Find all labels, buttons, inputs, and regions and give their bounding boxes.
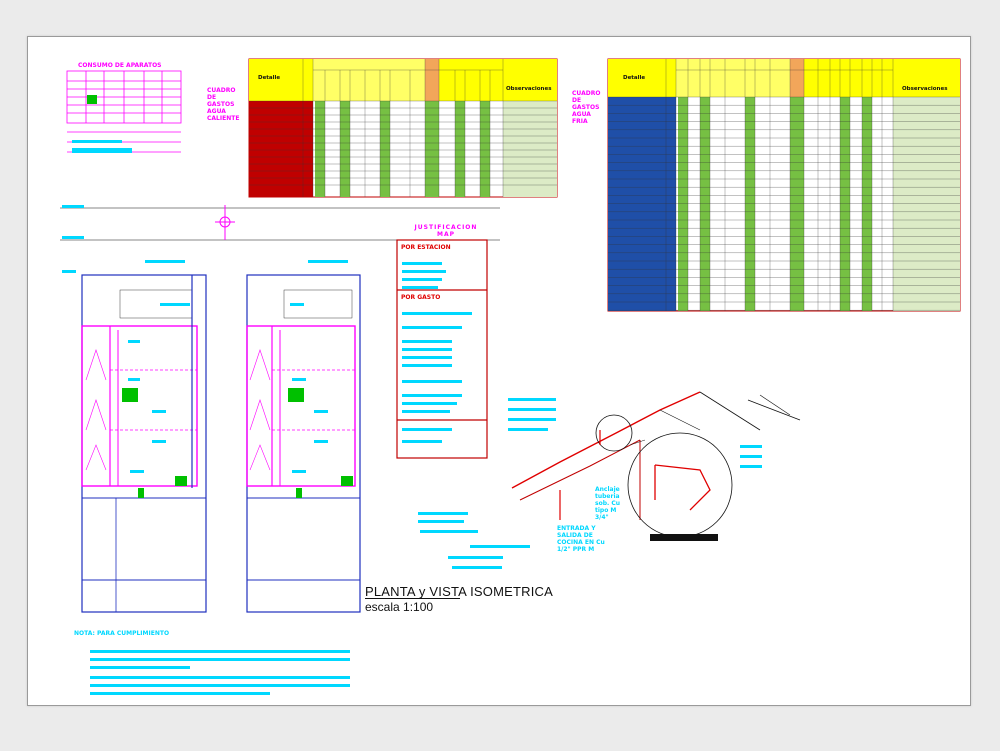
- consumo-label: CONSUMO DE APARATOS: [78, 62, 162, 69]
- annotation-bar: [402, 410, 450, 413]
- annotation-bar: [402, 394, 462, 397]
- isometric-view: [511, 391, 801, 541]
- annotation-bar: [160, 303, 190, 306]
- consumo-table: [66, 70, 182, 124]
- annotation-bar: [314, 440, 328, 443]
- annotation-bar: [402, 312, 472, 315]
- title-underline: [365, 598, 460, 599]
- annotation-bar: [402, 270, 446, 273]
- annotation-bar: [290, 303, 304, 306]
- note-label: NOTA: PARA CUMPLIMIENTO: [74, 630, 170, 637]
- annotation-bar: [292, 470, 306, 473]
- annotation-bar: [90, 684, 350, 687]
- floor-plan-right: [246, 274, 361, 613]
- annotation-bar: [72, 150, 132, 153]
- annotation-bar: [508, 398, 556, 401]
- cold-water-table: [607, 58, 961, 312]
- floor-plan-left: [81, 274, 207, 613]
- annotation-bar: [452, 566, 502, 569]
- annotation-bar: [90, 692, 270, 695]
- annotation-bar: [152, 410, 166, 413]
- meter-symbol: [215, 205, 235, 240]
- annotation-bar: [402, 340, 452, 343]
- annotation-bar: [72, 148, 132, 151]
- annotation-bar: [402, 402, 457, 405]
- entrada-label: ENTRADA Y SALIDA DE COCINA EN Cu 1/2" PP…: [557, 525, 605, 553]
- annotation-bar: [402, 356, 452, 359]
- annotation-bar: [402, 440, 442, 443]
- annotation-bar: [418, 512, 468, 515]
- annotation-bar: [418, 520, 464, 523]
- annotation-bar: [62, 236, 84, 239]
- annotation-bar: [90, 676, 350, 679]
- annotation-bar: [402, 380, 462, 383]
- annotation-bar: [740, 455, 762, 458]
- annotation-bar: [152, 440, 166, 443]
- cold-table-detalle: Detalle: [623, 75, 646, 81]
- hot-water-label: CUADRO DE GASTOS AGUA CALIENTE: [207, 87, 240, 122]
- drawing-title: PLANTA y VISTA ISOMETRICA: [365, 584, 554, 599]
- hot-table-observaciones: Observaciones: [506, 86, 552, 92]
- annotation-bar: [292, 378, 306, 381]
- annotation-bar: [402, 278, 442, 281]
- annotation-bar: [314, 410, 328, 413]
- annotation-bar: [508, 428, 548, 431]
- por-estacion-label: POR ESTACION: [401, 244, 451, 251]
- annotation-bar: [402, 428, 452, 431]
- por-gasto-label: POR GASTO: [401, 294, 441, 301]
- annotation-bar: [145, 260, 185, 263]
- cold-water-grid: [608, 59, 960, 311]
- annotation-bar: [402, 364, 452, 367]
- annotation-bar: [420, 530, 478, 533]
- annotation-bar: [62, 205, 84, 208]
- annotation-bar: [90, 650, 350, 653]
- annotation-bar: [72, 140, 122, 143]
- annotation-bar: [308, 260, 348, 263]
- annotation-bar: [740, 445, 762, 448]
- justificacion-box: [396, 239, 488, 459]
- annotation-marks: [62, 140, 762, 695]
- annotation-bar: [402, 262, 442, 265]
- annotation-bar: [128, 378, 140, 381]
- annotation-bar: [740, 465, 762, 468]
- hot-water-table: [248, 58, 558, 198]
- annotation-bar: [402, 326, 462, 329]
- drawing-scale: escala 1:100: [365, 600, 434, 614]
- annotation-bar: [508, 408, 556, 411]
- annotation-bar: [402, 286, 438, 289]
- annotation-bar: [62, 270, 76, 273]
- annotation-bar: [130, 470, 144, 473]
- annotation-bar: [402, 348, 452, 351]
- annotation-bar: [470, 545, 530, 548]
- hot-water-grid: [249, 59, 557, 197]
- justificacion-label: JUSTIFICACION MAP: [414, 224, 478, 238]
- annotation-bar: [448, 556, 503, 559]
- cold-water-label: CUADRO DE GASTOS AGUA FRIA: [572, 90, 601, 125]
- annotation-bar: [128, 340, 140, 343]
- cold-table-observaciones: Observaciones: [902, 86, 948, 92]
- annotation-bar: [90, 666, 190, 669]
- annotation-bar: [90, 658, 350, 661]
- anclaje-label: Anclaje tuberia sob. Cu tipo M 3/4": [595, 486, 621, 521]
- hot-table-detalle: Detalle: [258, 75, 281, 81]
- annotation-bar: [508, 418, 556, 421]
